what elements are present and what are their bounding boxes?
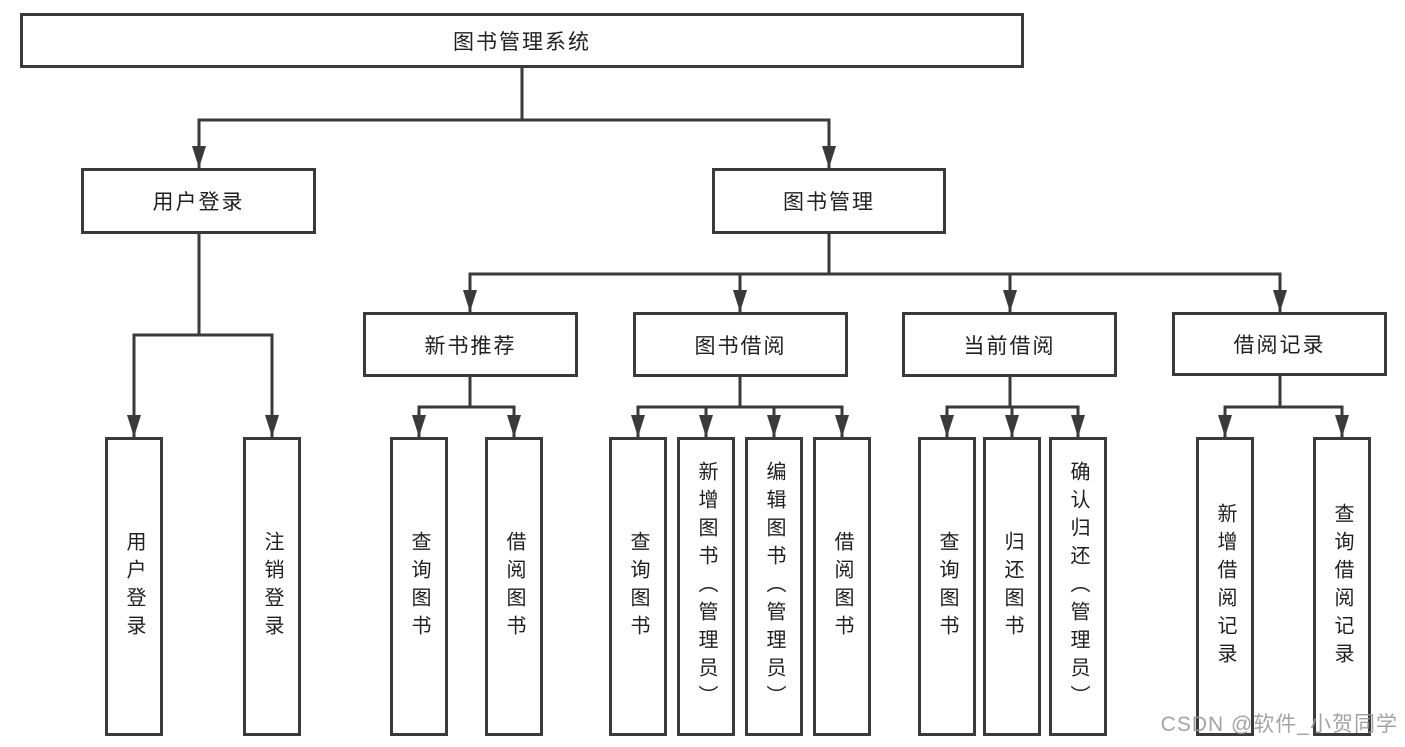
node-book-borrowing: 图书借阅 (633, 312, 848, 377)
leaf-user-login: 用户登录 (105, 437, 163, 736)
node-book-management: 图书管理 (712, 168, 946, 234)
leaf-newbook-borrow-books: 借阅图书 (485, 437, 543, 736)
connector-root-to-level2 (192, 66, 836, 168)
node-new-book-recommend: 新书推荐 (363, 312, 578, 377)
leaf-current-return-books: 归还图书 (983, 437, 1041, 736)
leaf-borrowing-edit-books: 编辑图书（管理员） (745, 437, 803, 736)
leaf-borrowing-add-books: 新增图书（管理员） (677, 437, 735, 736)
connector-new-book-recommend-children (412, 377, 521, 437)
connector-borrowing-records-children (1218, 376, 1349, 437)
connector-user-login-children (127, 234, 279, 437)
node-current-borrowing: 当前借阅 (902, 312, 1117, 377)
leaf-current-query-books: 查询图书 (918, 437, 976, 736)
leaf-borrowing-query-books: 查询图书 (609, 437, 667, 736)
leaf-newbook-query-books: 查询图书 (390, 437, 448, 736)
leaf-records-add-record: 新增借阅记录 (1196, 437, 1254, 736)
leaf-current-confirm-return: 确认归还（管理员） (1049, 437, 1107, 736)
node-borrowing-records: 借阅记录 (1172, 312, 1387, 376)
connector-book-borrowing-children (631, 377, 849, 437)
leaf-borrowing-borrow-books: 借阅图书 (813, 437, 871, 736)
leaf-records-query-record: 查询借阅记录 (1313, 437, 1371, 736)
watermark: CSDN @软件_小贺同学 (1160, 713, 1398, 736)
node-user-login: 用户登录 (81, 168, 316, 234)
node-root: 图书管理系统 (20, 13, 1024, 68)
leaf-logout: 注销登录 (243, 437, 301, 736)
connector-book-management-children (463, 234, 1287, 312)
connector-current-borrowing-children (940, 377, 1085, 437)
